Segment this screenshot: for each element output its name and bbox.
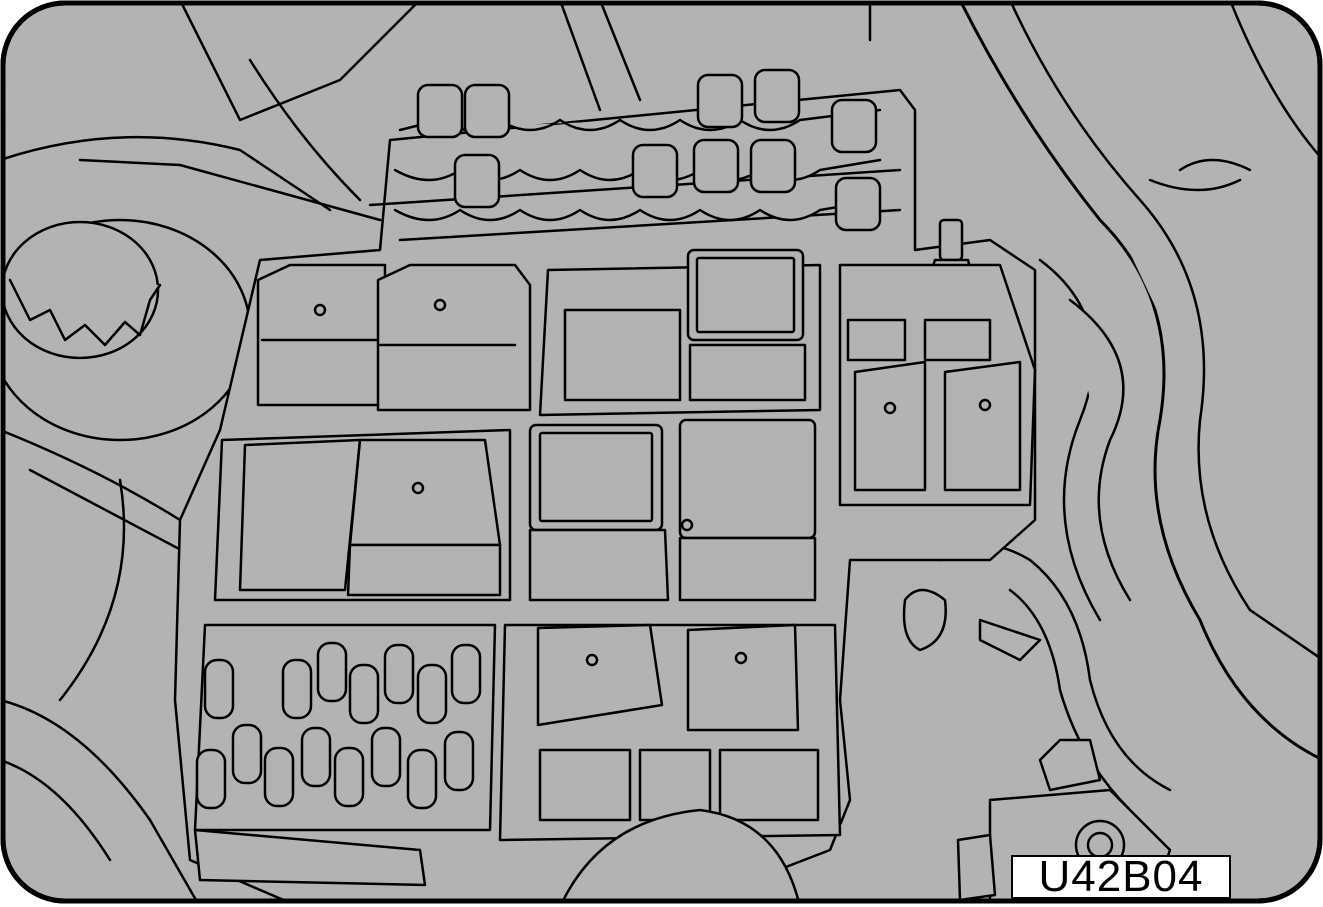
mini-relay [463,83,511,139]
blade-fuse [300,726,332,788]
blade-fuse [443,730,475,792]
mini-relay-group [416,68,882,232]
mini-relay [692,138,740,194]
mini-relay [416,83,464,139]
figure-code: U42B04 [1011,855,1231,899]
mini-relay [453,153,501,209]
blade-fuse [348,663,380,725]
mini-relay [753,68,801,124]
blade-fuse [450,643,482,705]
mini-relay [834,176,882,232]
blade-fuse [416,663,448,725]
blade-fuse [263,746,295,808]
relay-row-3 [498,623,842,842]
blade-fuse [316,641,348,703]
mini-relay [696,73,744,129]
blade-fuse [281,658,313,720]
mini-relay [631,143,679,199]
relay-row-2 [213,418,817,602]
mini-relay [749,138,797,194]
blade-fuse [370,726,402,788]
fuse-block [193,623,497,887]
blade-fuse [203,658,235,720]
blade-fuse [383,643,415,705]
blade-fuse [231,723,263,785]
blade-fuse [195,748,227,810]
hoses [938,3,1320,812]
blade-fuse [406,748,438,810]
hose-bottom [558,808,802,901]
mini-relay [830,98,878,154]
reservoir-cap [3,218,252,442]
blade-fuse [333,746,365,808]
relay-row-1 [256,248,1037,507]
